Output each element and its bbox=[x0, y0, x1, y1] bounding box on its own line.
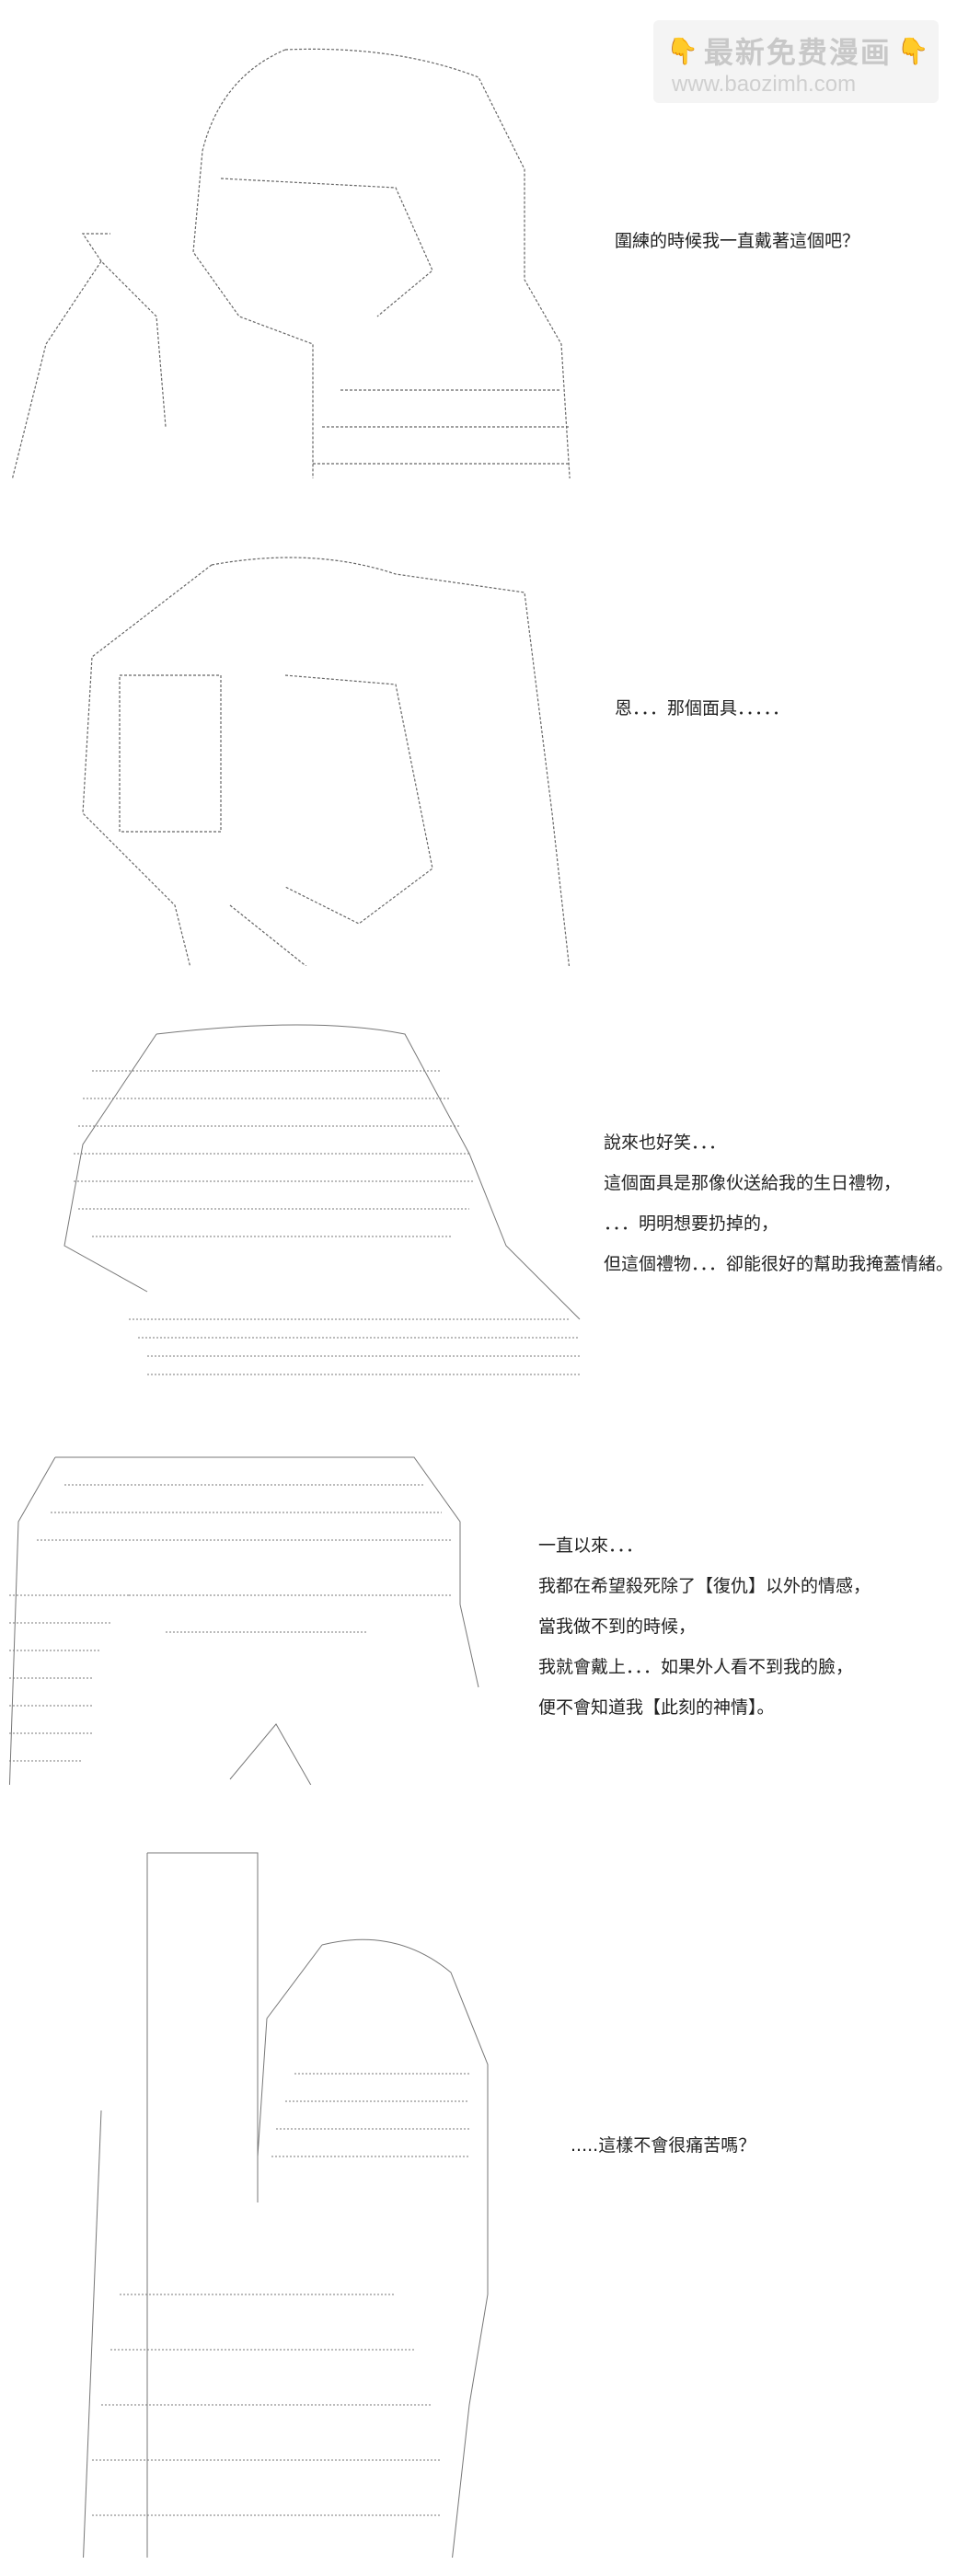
ascii-art-character-4 bbox=[0, 1426, 534, 1785]
watermark-title: 最新免费漫画 bbox=[703, 35, 892, 70]
dialogue-line: .....這樣不會很痛苦嗎？ bbox=[571, 2135, 756, 2156]
dialogue-line: 我都在希望殺死除了【復仇】以外的情感， bbox=[538, 1576, 871, 1596]
pointing-down-icon: 👇 bbox=[896, 35, 929, 66]
pointing-down-icon: 👇 bbox=[666, 35, 698, 66]
dialogue-line: 我就會戴上．．．如果外人看不到我的臉， bbox=[538, 1657, 854, 1677]
ascii-art-character-1 bbox=[9, 18, 580, 478]
panel-5: .....這樣不會很痛苦嗎？ bbox=[0, 1794, 957, 2576]
dialogue-line: 圍練的時候我一直戴著這個吧？ bbox=[615, 231, 860, 251]
watermark-badge: 👇 最新免费漫画 👇 www.baozimh.com bbox=[653, 20, 939, 103]
panel-1: 圍練的時候我一直戴著這個吧？ bbox=[0, 0, 957, 497]
dialogue-line: 恩．．．那個面具．．．．． bbox=[615, 698, 790, 719]
dialogue-line: 但這個禮物．．．卻能很好的幫助我掩蓋情緒。 bbox=[604, 1254, 954, 1274]
ascii-art-character-3 bbox=[9, 994, 598, 1389]
panel-2: 恩．．．那個面具．．．．． bbox=[0, 497, 957, 975]
dialogue-line: 說來也好笑．．． bbox=[604, 1133, 727, 1153]
dialogue-line: ．．．明明想要扔掉的， bbox=[604, 1213, 779, 1234]
ascii-art-character-5 bbox=[9, 1812, 543, 2558]
dialogue-line: 便不會知道我【此刻的神情】。 bbox=[538, 1697, 775, 1718]
dialogue-line: 這個面具是那像伙送給我的生日禮物， bbox=[604, 1173, 902, 1193]
ascii-art-character-2 bbox=[9, 515, 580, 966]
dialogue-line: 一直以來．．． bbox=[538, 1535, 644, 1556]
watermark-row: 👇 最新免费漫画 👇 bbox=[666, 29, 929, 72]
watermark-url: www.baozimh.com bbox=[672, 72, 857, 97]
dialogue-line: 當我做不到的時候， bbox=[538, 1616, 697, 1637]
panel-3: 說來也好笑．．． 這個面具是那像伙送給我的生日禮物， ．．．明明想要扔掉的， 但… bbox=[0, 975, 957, 1408]
panel-4: 一直以來．．． 我都在希望殺死除了【復仇】以外的情感， 當我做不到的時候， 我就… bbox=[0, 1408, 957, 1794]
